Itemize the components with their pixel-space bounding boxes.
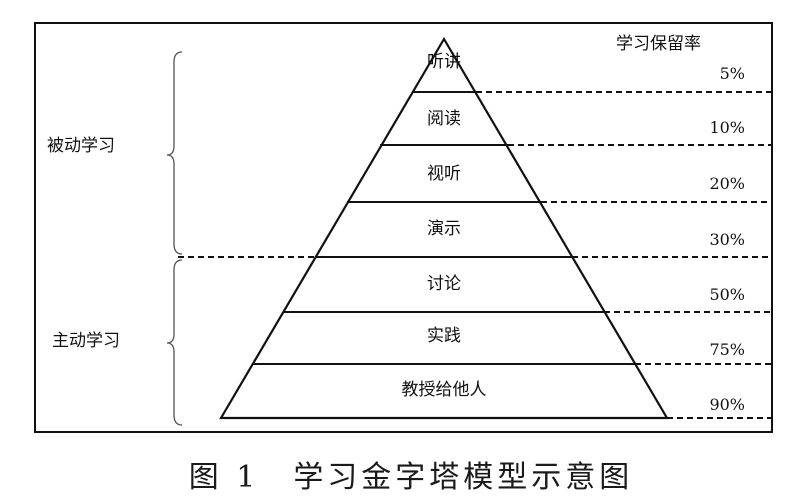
tier-label: 视听 bbox=[427, 164, 461, 184]
figure-title: 学习金字塔模型示意图 bbox=[293, 460, 634, 495]
tier-label: 演示 bbox=[427, 219, 461, 239]
pyramid-outline bbox=[219, 36, 669, 420]
tier-label: 实践 bbox=[427, 326, 461, 346]
figure-number: 图 1 bbox=[188, 460, 260, 495]
retention-rate: 90% bbox=[709, 395, 745, 414]
retention-rate: 20% bbox=[709, 174, 745, 193]
tier-label: 教授给他人 bbox=[402, 380, 487, 400]
group-label-active: 主动学习 bbox=[52, 331, 120, 351]
active-group-brace bbox=[166, 259, 183, 426]
retention-rate: 75% bbox=[709, 340, 745, 359]
retention-rate: 30% bbox=[709, 230, 745, 249]
tier-label: 听讲 bbox=[427, 52, 461, 72]
passive-group-brace bbox=[166, 51, 183, 255]
retention-rate: 10% bbox=[709, 118, 745, 137]
group-label-passive: 被动学习 bbox=[47, 136, 115, 156]
diagram-frame bbox=[34, 22, 773, 433]
tier-label: 讨论 bbox=[427, 274, 461, 294]
tier-label: 阅读 bbox=[427, 109, 461, 129]
retention-rate: 50% bbox=[709, 285, 745, 304]
retention-rate: 5% bbox=[720, 64, 745, 83]
figure-caption: 图 1 学习金字塔模型示意图 bbox=[0, 452, 810, 496]
retention-header: 学习保留率 bbox=[616, 34, 701, 54]
